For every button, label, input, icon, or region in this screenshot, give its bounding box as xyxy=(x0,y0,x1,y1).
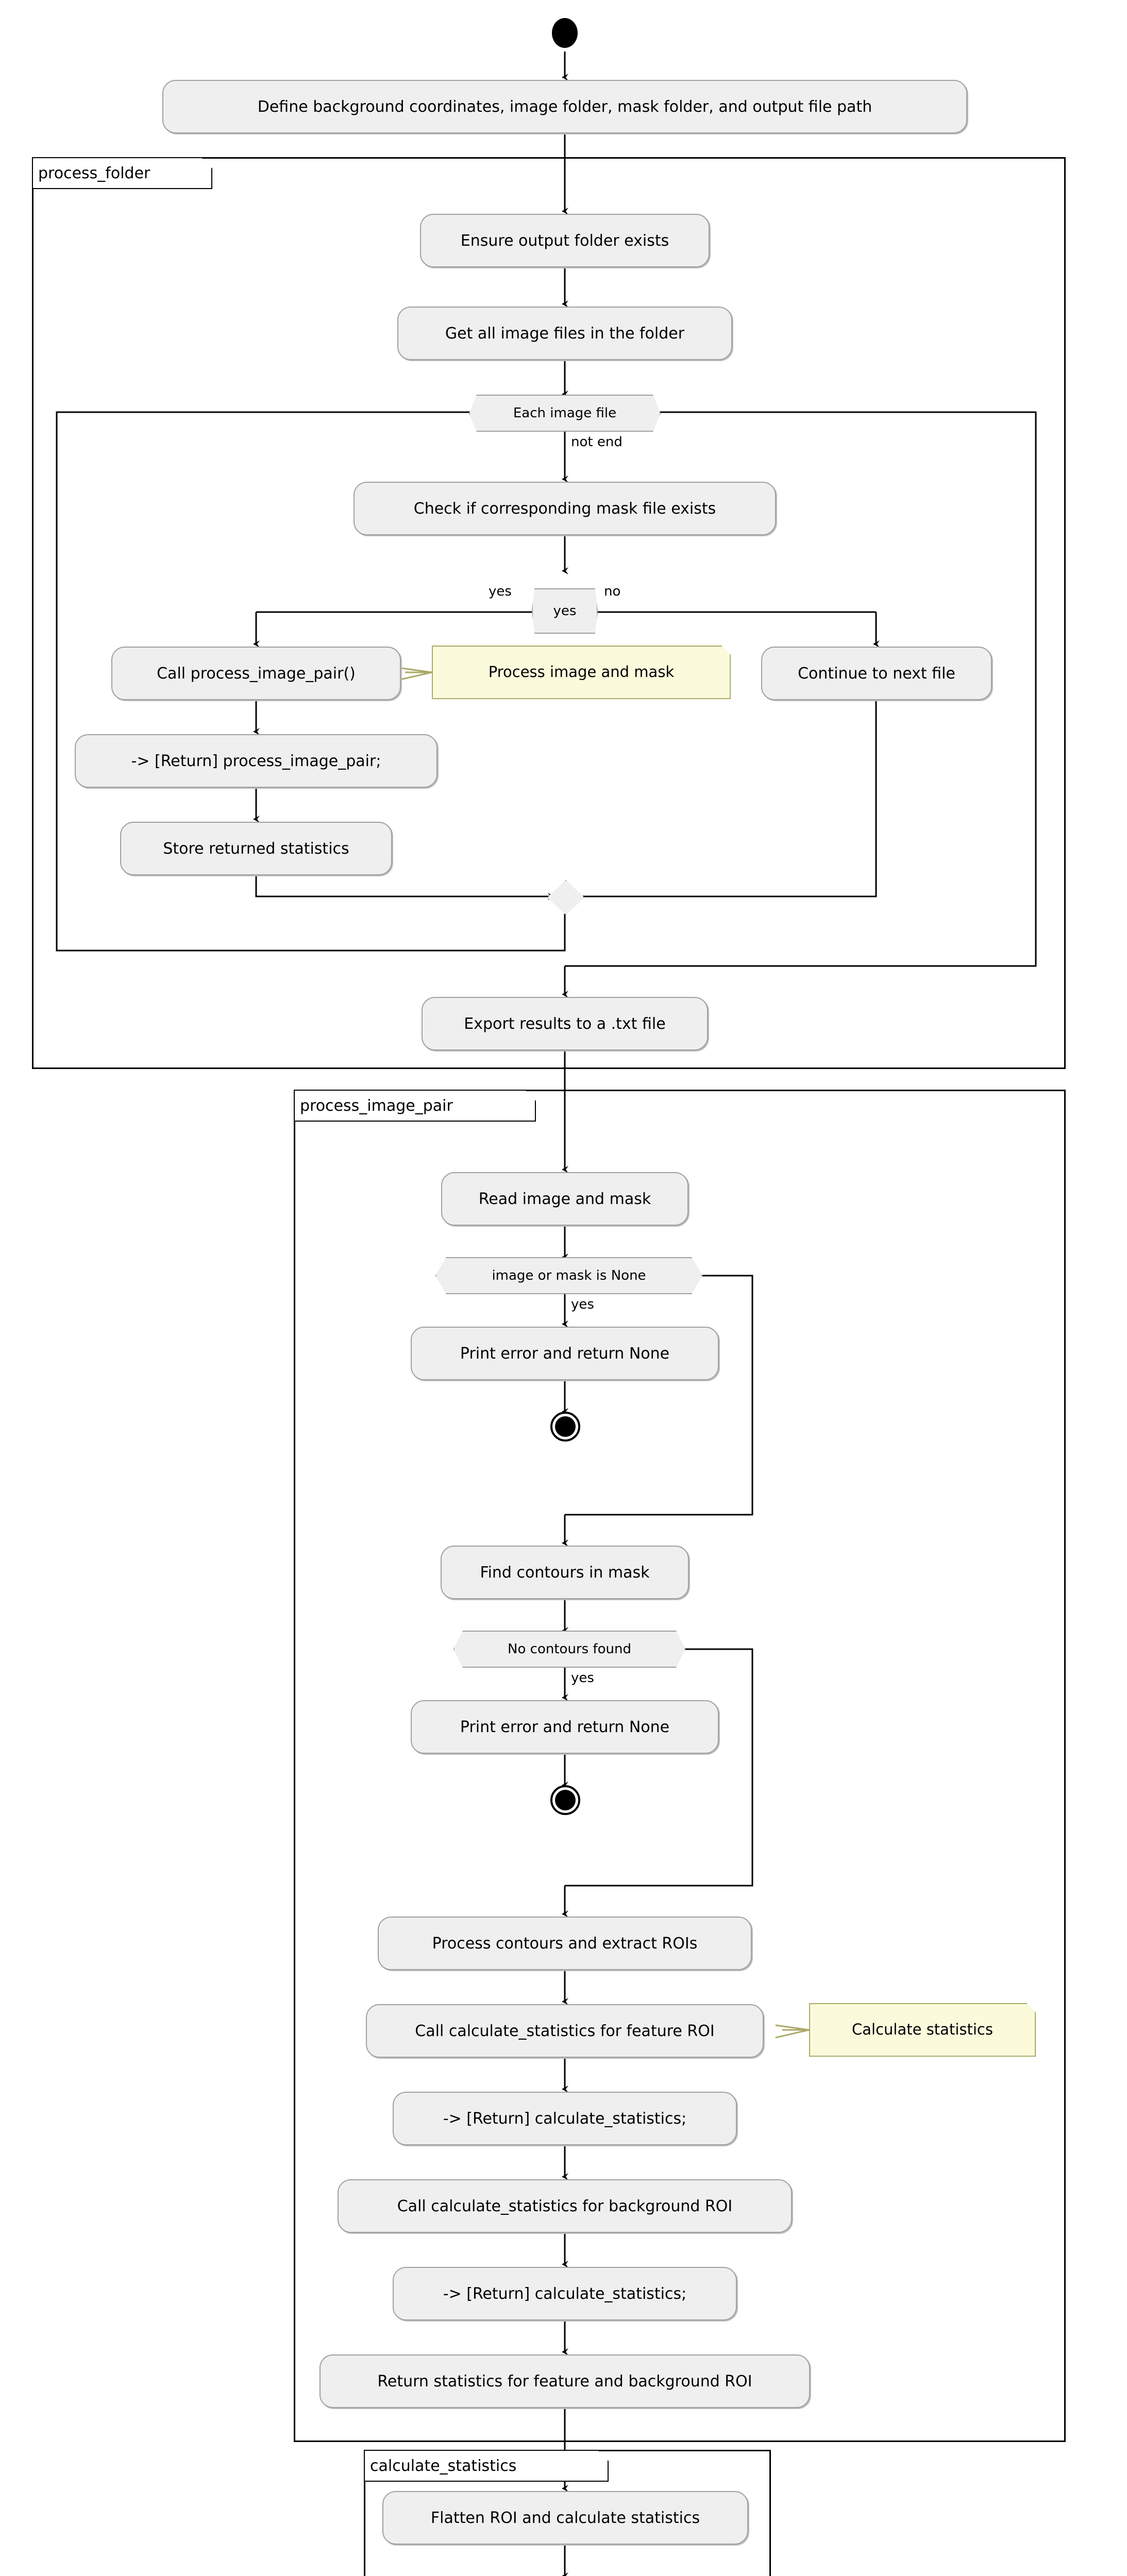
activity-label: Continue to next file xyxy=(798,664,955,683)
activity-label: Print error and return None xyxy=(460,1344,670,1363)
activity-label: Ensure output folder exists xyxy=(460,231,669,250)
stop-node-fill xyxy=(555,1416,576,1437)
activity-label: Export results to a .txt file xyxy=(464,1014,666,1033)
partition-title-text: process_folder xyxy=(38,164,150,182)
partition-calculate-statistics-title: calculate_statistics xyxy=(364,2450,609,2482)
activity-label: Check if corresponding mask file exists xyxy=(413,499,716,518)
activity-ensure-output-folder[interactable]: Ensure output folder exists xyxy=(420,214,710,267)
partition-title-text: calculate_statistics xyxy=(370,2456,517,2475)
activity-call-process-image-pair[interactable]: Call process_image_pair() xyxy=(111,647,401,700)
partition-process-folder xyxy=(32,157,1066,1069)
note-process-image-and-mask: Process image and mask xyxy=(432,646,731,699)
edge-label-yes: yes xyxy=(571,1670,594,1686)
activity-continue-next-file[interactable]: Continue to next file xyxy=(761,647,992,700)
decision-no-contours-found[interactable]: No contours found xyxy=(453,1631,685,1668)
activity-label: Call calculate_statistics for feature RO… xyxy=(415,2022,715,2040)
edge-label-no: no xyxy=(604,584,621,599)
activity-label: Find contours in mask xyxy=(480,1563,650,1582)
partition-title-text: process_image_pair xyxy=(300,1096,453,1115)
partition-process-folder-title: process_folder xyxy=(32,157,212,189)
activity-return-calculate-statistics-2[interactable]: -> [Return] calculate_statistics; xyxy=(393,2267,737,2320)
activity-call-calculate-statistics-feature[interactable]: Call calculate_statistics for feature RO… xyxy=(366,2004,764,2058)
edge-label-yes: yes xyxy=(489,584,512,599)
activity-call-calculate-statistics-background[interactable]: Call calculate_statistics for background… xyxy=(338,2179,792,2233)
activity-label: Print error and return None xyxy=(460,1718,670,1736)
activity-label: Read image and mask xyxy=(478,1190,651,1208)
activity-label: Call process_image_pair() xyxy=(157,664,356,683)
activity-label: Store returned statistics xyxy=(163,839,349,858)
activity-process-contours-extract-rois[interactable]: Process contours and extract ROIs xyxy=(378,1917,752,1970)
decision-mask-exists[interactable]: yes xyxy=(532,588,598,634)
edge-label-not-end: not end xyxy=(571,434,623,450)
start-node xyxy=(552,18,578,48)
activity-label: Call calculate_statistics for background… xyxy=(397,2197,733,2215)
activity-read-image-and-mask[interactable]: Read image and mask xyxy=(441,1172,688,1226)
loop-condition-each-image-file[interactable]: Each image file xyxy=(469,395,661,432)
loop-condition-label: Each image file xyxy=(513,405,617,421)
note-calculate-statistics: Calculate statistics xyxy=(809,2003,1036,2057)
activity-label: Define background coordinates, image fol… xyxy=(257,97,872,116)
activity-label: Process contours and extract ROIs xyxy=(432,1934,698,1953)
activity-label: Flatten ROI and calculate statistics xyxy=(430,2509,700,2527)
activity-check-mask-exists[interactable]: Check if corresponding mask file exists xyxy=(354,482,776,535)
decision-label: yes xyxy=(553,603,577,619)
activity-label: -> [Return] process_image_pair; xyxy=(131,752,381,770)
activity-label: -> [Return] calculate_statistics; xyxy=(443,2109,687,2128)
activity-define-setup[interactable]: Define background coordinates, image fol… xyxy=(162,80,967,133)
decision-label: image or mask is None xyxy=(492,1267,646,1283)
note-label: Calculate statistics xyxy=(852,2021,993,2039)
activity-flatten-roi-calculate[interactable]: Flatten ROI and calculate statistics xyxy=(382,2491,748,2545)
partition-process-image-pair-title: process_image_pair xyxy=(294,1090,536,1122)
activity-label: -> [Return] calculate_statistics; xyxy=(443,2284,687,2303)
decision-image-or-mask-none[interactable]: image or mask is None xyxy=(435,1257,702,1294)
activity-find-contours[interactable]: Find contours in mask xyxy=(441,1546,689,1599)
activity-print-error-return-none-2[interactable]: Print error and return None xyxy=(411,1700,719,1754)
activity-label: Get all image files in the folder xyxy=(445,324,685,343)
activity-label: Return statistics for feature and backgr… xyxy=(377,2372,752,2391)
activity-return-statistics-both[interactable]: Return statistics for feature and backgr… xyxy=(319,2354,810,2408)
activity-store-returned-statistics[interactable]: Store returned statistics xyxy=(120,822,392,875)
activity-print-error-return-none-1[interactable]: Print error and return None xyxy=(411,1327,719,1380)
activity-return-calculate-statistics-1[interactable]: -> [Return] calculate_statistics; xyxy=(393,2092,737,2145)
note-label: Process image and mask xyxy=(488,663,675,681)
partition-process-image-pair xyxy=(294,1090,1066,2442)
activity-return-process-image-pair[interactable]: -> [Return] process_image_pair; xyxy=(75,734,438,788)
activity-get-image-files[interactable]: Get all image files in the folder xyxy=(397,307,732,360)
activity-export-results[interactable]: Export results to a .txt file xyxy=(422,997,708,1050)
decision-label: No contours found xyxy=(508,1641,631,1657)
edge-label-yes: yes xyxy=(571,1297,594,1312)
stop-node-fill xyxy=(555,1790,576,1810)
